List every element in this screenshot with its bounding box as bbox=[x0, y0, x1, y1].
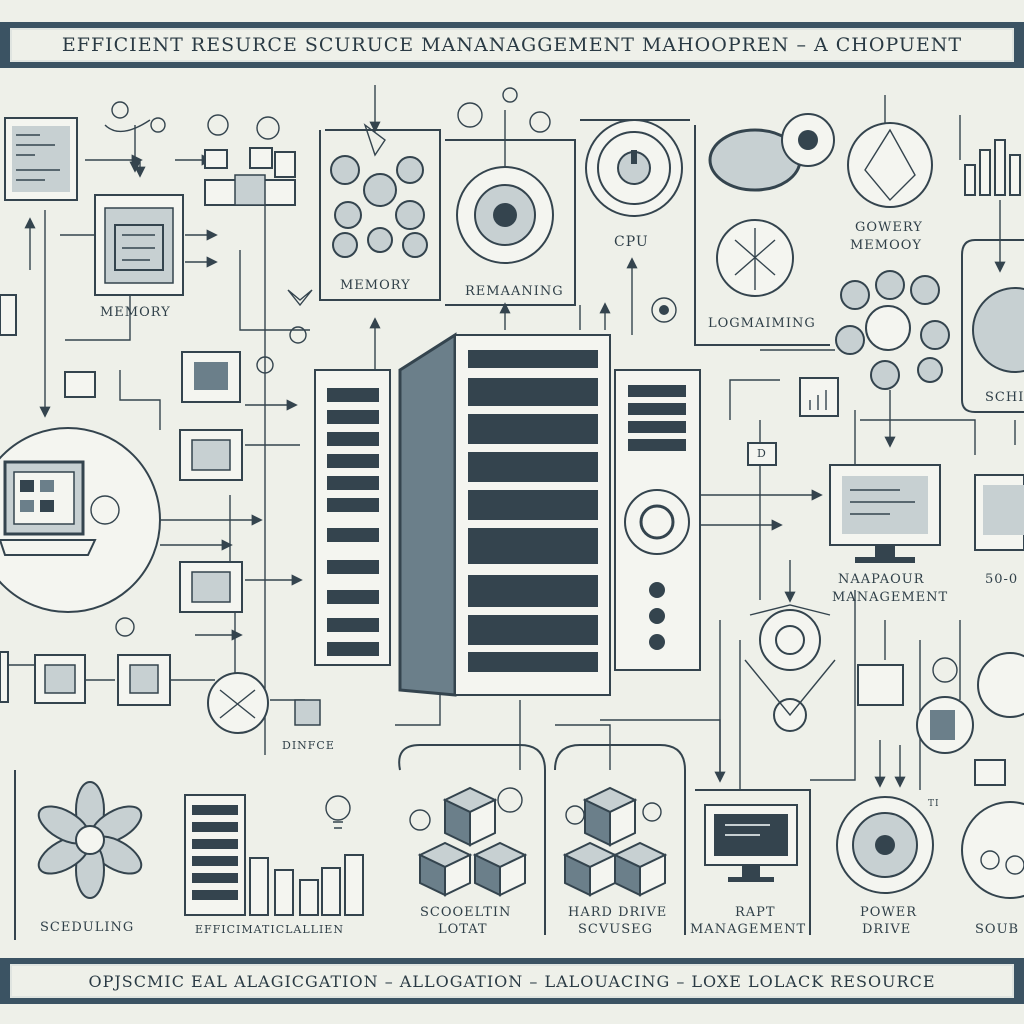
top-left-monitor-node bbox=[4, 117, 78, 201]
dinf-dial-node bbox=[207, 672, 321, 734]
label-sch: SCHI bbox=[985, 390, 1024, 405]
bar-chart-top-right bbox=[964, 139, 1021, 196]
label-naapour-line2: MANAGEMENT bbox=[832, 590, 949, 605]
rapt-monitor-node bbox=[695, 789, 811, 935]
label-hard-drive-line2: SCVUSEG bbox=[578, 922, 653, 937]
label-power-line1: POWER bbox=[860, 905, 918, 920]
label-hard-drive-line1: HARD DRIVE bbox=[568, 905, 668, 920]
right-edge-monitor bbox=[974, 474, 1024, 551]
scheduling-flower-node bbox=[14, 770, 143, 940]
central-server-cluster bbox=[314, 332, 701, 697]
label-gowery-line2: MEMOOY bbox=[850, 238, 923, 253]
label-scheduling: SCEDULING bbox=[40, 920, 135, 935]
bottom-banner-title: OPJSCMIC EAL ALAGICGATION – ALLOGATION –… bbox=[10, 964, 1014, 998]
connector-lines bbox=[0, 85, 1016, 790]
laptop-circle-node bbox=[0, 427, 161, 613]
label-efficient-allocation: EFFICIMATICLALLIEN bbox=[195, 923, 344, 936]
label-scoeltin-line1: SCOOELTIN bbox=[420, 905, 512, 920]
label-rapt-line1: RAPT bbox=[735, 905, 776, 920]
renaming-gear-node bbox=[445, 87, 576, 306]
icon-ring-node bbox=[835, 270, 950, 390]
left-rack-slots bbox=[327, 388, 379, 656]
logmaining-node bbox=[716, 219, 794, 297]
small-doc-icons bbox=[0, 351, 243, 706]
label-memory-top: MEMORY bbox=[340, 278, 411, 293]
label-d-box: D bbox=[757, 447, 767, 460]
small-gear-icons bbox=[115, 289, 313, 637]
label-memory-left: MEMORY bbox=[100, 305, 171, 320]
label-gowery-line1: GOWERY bbox=[855, 220, 923, 235]
label-cpu: CPU bbox=[614, 234, 649, 250]
power-drive-disc-node bbox=[836, 796, 934, 894]
label-power-line2: DRIVE bbox=[862, 922, 912, 937]
top-banner: EFFICIENT RESURCE SCURUCE MANANAGGEMENT … bbox=[0, 22, 1024, 68]
memory-left-node bbox=[94, 194, 184, 296]
label-ti: TI bbox=[928, 799, 940, 809]
label-renaming: REMAANING bbox=[465, 284, 564, 299]
naapour-monitor-node bbox=[829, 464, 941, 563]
left-edge-card bbox=[0, 294, 17, 336]
soub-node bbox=[961, 801, 1024, 899]
network-node-right bbox=[744, 604, 836, 732]
sch-node bbox=[961, 239, 1024, 413]
efficient-allocation-rack bbox=[184, 794, 364, 916]
cpu-dial-node bbox=[580, 119, 690, 323]
scoeltin-cubes-node bbox=[398, 744, 546, 935]
geometry-node bbox=[847, 122, 933, 208]
disk-drive-node bbox=[694, 113, 835, 346]
label-naapour-line1: NAAPAOUR bbox=[838, 572, 925, 587]
label-logmaining: LOGMAIMING bbox=[708, 316, 816, 331]
bottom-banner: OPJSCMIC EAL ALAGICGATION – ALLOGATION –… bbox=[0, 958, 1024, 1004]
right-icons-cluster bbox=[857, 652, 1024, 786]
label-rapt-line2: MANAGEMENT bbox=[690, 922, 807, 937]
label-dinf: DINFCE bbox=[282, 739, 335, 752]
label-fifty: 50-0 bbox=[985, 572, 1019, 587]
hard-drive-cubes-node bbox=[554, 744, 686, 935]
small-chart-icon bbox=[799, 377, 839, 417]
main-tower-bays bbox=[468, 350, 598, 672]
label-scoeltin-line2: LOTAT bbox=[438, 922, 488, 937]
d-indicator-box bbox=[747, 442, 777, 466]
workstation-cluster bbox=[204, 114, 296, 206]
gear-cluster-small bbox=[104, 101, 166, 133]
memory-top-gears-node bbox=[319, 123, 441, 301]
top-banner-title: EFFICIENT RESURCE SCURUCE MANANAGGEMENT … bbox=[10, 28, 1014, 62]
label-soub: SOUB bbox=[975, 922, 1020, 937]
